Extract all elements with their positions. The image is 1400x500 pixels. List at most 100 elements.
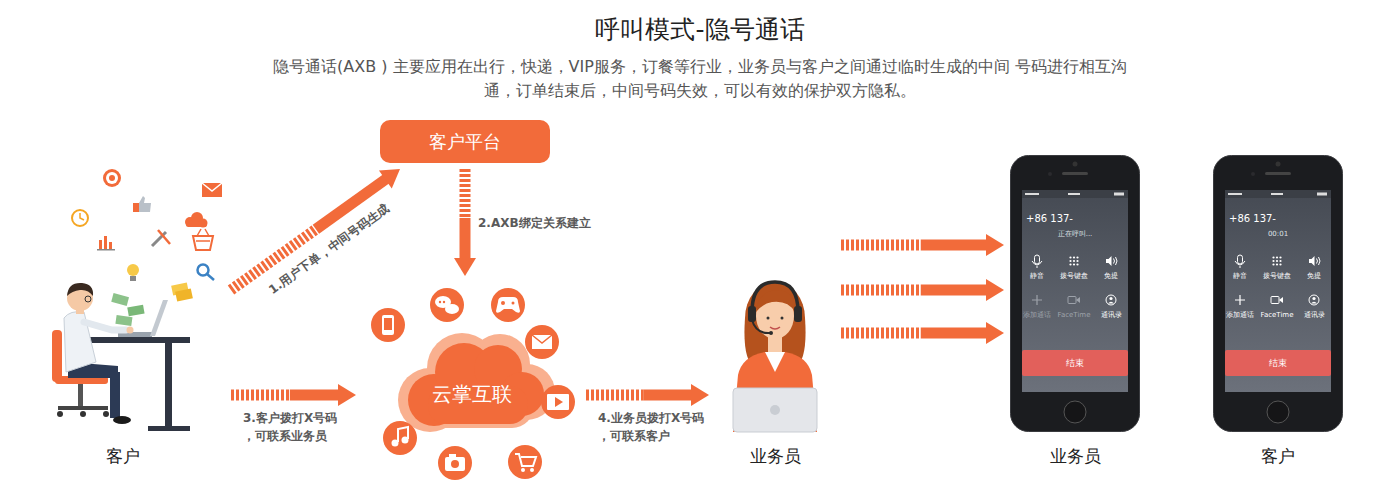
node-text-stack: 客户平台 [380, 130, 550, 154]
arrow-shaft [290, 390, 339, 401]
phone-body-part [1279, 297, 1283, 303]
cloud-shape-part [555, 397, 563, 407]
phone-body-part [1279, 256, 1281, 258]
phone-body-part [1235, 261, 1245, 268]
cloud-shape-part [371, 308, 405, 342]
phone-body-part [1011, 156, 1140, 432]
agent-figure-part [781, 317, 784, 320]
node-text-stack: 业务员 [1010, 445, 1140, 468]
arrow-tail-stripes [841, 240, 921, 251]
agent-figure-part [794, 306, 802, 322]
floating-icons-part [198, 265, 209, 276]
agent-figure-part [765, 352, 785, 372]
flow-arrow [454, 169, 476, 276]
phone-body-part [1228, 193, 1242, 195]
phone-body-part [1025, 193, 1039, 195]
phone-body-part [1276, 162, 1281, 167]
arrow-shaft [644, 390, 692, 401]
floating-icons-part [109, 175, 115, 181]
arrow-head [986, 322, 1004, 344]
floating-icons-part [97, 249, 115, 251]
phone-body-part [1276, 256, 1278, 258]
arrow-head [986, 234, 1004, 256]
customer-figure-part [127, 327, 134, 334]
customer-figure-part [57, 411, 63, 417]
button-caption: 通讯录 [1101, 311, 1122, 320]
node-text-stack: 云掌互联 [432, 381, 512, 408]
agent-figure-part [733, 352, 817, 432]
phone-body-part [1073, 263, 1075, 265]
button-caption: 免提 [1307, 272, 1321, 281]
node-text-stack: 结束 [1022, 357, 1128, 369]
node-text-stack: 客户 [1213, 445, 1343, 468]
phone-number: +86 137- [1026, 212, 1073, 225]
arrow-head [986, 279, 1004, 301]
customer-figure [52, 283, 190, 431]
phone-body-part [1076, 256, 1078, 258]
customer-node: 客户 [20, 150, 225, 470]
node-text-stack: 业务员 [715, 445, 835, 468]
phone-body-part [1108, 302, 1114, 304]
floating-icons-part [202, 183, 222, 191]
phone-body-part [1076, 260, 1078, 262]
agent-figure-part [769, 331, 773, 335]
cloud-shape-part [392, 440, 399, 447]
customer-figure-part [148, 426, 190, 431]
floating-icons-part [193, 236, 213, 250]
phone-body-part [1312, 297, 1315, 300]
cloud-shape-part [445, 457, 465, 471]
node-text-row: 结束 [1225, 357, 1331, 369]
phone-body-part [1225, 190, 1331, 198]
node-label: 客户平台 [429, 130, 501, 154]
node-text-row: 业务员 [1010, 445, 1140, 468]
phone-body-part [1276, 263, 1278, 265]
phone-body-part [1272, 256, 1274, 258]
cloud-shape-part [491, 288, 525, 322]
arrow-tail-stripes [460, 169, 471, 218]
agent-figure-part [748, 306, 756, 322]
cloud-shape-part [521, 468, 525, 472]
button-caption: 静音 [1030, 272, 1044, 281]
phone-body-part [1311, 302, 1317, 304]
cloud-shape-part [408, 343, 544, 426]
flow-arrow [586, 384, 709, 406]
agent-figure-part [733, 388, 817, 432]
phone-body-part [1048, 172, 1052, 176]
customer-figure-part [113, 416, 131, 424]
arrow-shaft [921, 285, 987, 296]
node-text-row: 结束 [1022, 357, 1128, 369]
floating-icons-part [130, 276, 136, 281]
button-caption: 拨号键盘 [1263, 272, 1291, 281]
cloud-shape-part [525, 325, 559, 359]
phone-body-part [1076, 263, 1078, 265]
phone-body-part [1109, 297, 1112, 300]
floating-icons-part [197, 229, 209, 236]
flow-arrow [841, 234, 1004, 256]
phone-body-part [1022, 190, 1128, 392]
cloud-shape-part [547, 394, 569, 410]
agent-figure-part [752, 282, 798, 312]
arrow-tail-stripes [586, 390, 644, 401]
edge-label: 3.客户拨打X号码 ，可联系业务员 [243, 409, 349, 445]
floating-icons-part [133, 203, 139, 212]
phone-body-part [1106, 256, 1112, 266]
floating-icons-part [104, 236, 107, 249]
cloud-shape-part [496, 297, 520, 313]
phone-body-part [1279, 263, 1281, 265]
phone-body-part [1214, 156, 1343, 432]
phone-body-part [1272, 263, 1274, 265]
button-caption: FaceTime [1261, 311, 1294, 320]
floating-icons-part [111, 293, 129, 306]
node-text-row: 客户平台 [380, 130, 550, 154]
phone-body-part [1276, 260, 1278, 262]
phone-body-part [1069, 256, 1071, 258]
cloud-shape-part [382, 315, 394, 335]
arrow-tail-stripes [841, 285, 921, 296]
phone-body-part [1317, 257, 1321, 265]
cloud-shape-part [512, 302, 515, 305]
phone-body-part [1069, 263, 1071, 265]
arrow-shaft [921, 328, 987, 339]
floating-icons-part [202, 183, 222, 197]
arrow-head [454, 258, 476, 276]
